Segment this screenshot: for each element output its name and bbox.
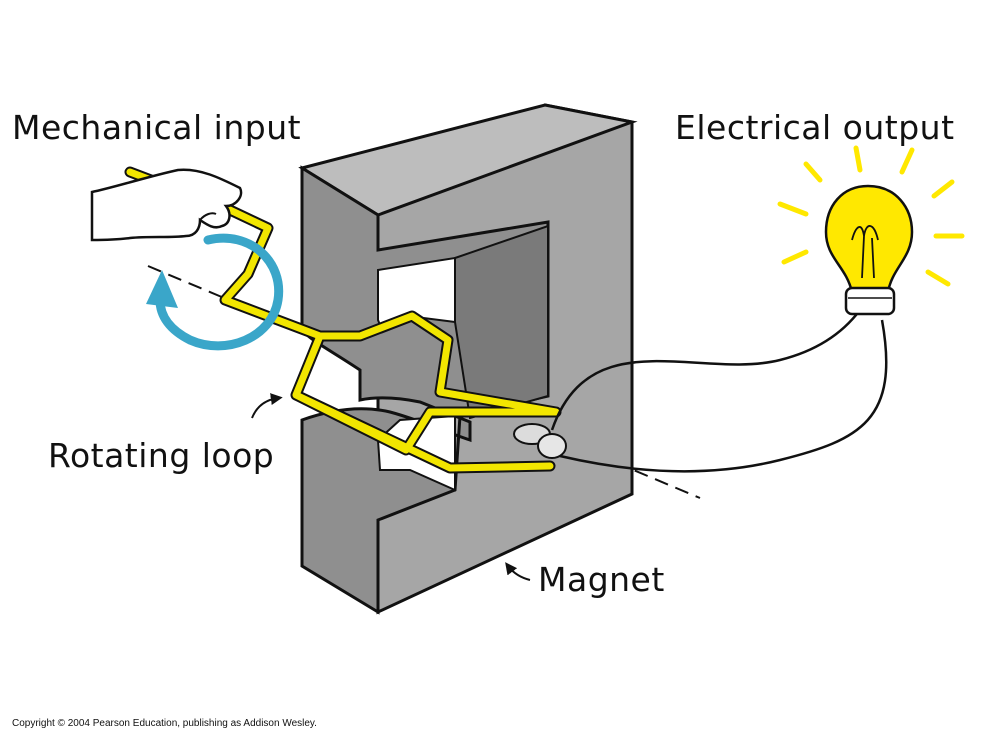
rotating-loop [124,166,567,474]
magnet [298,103,638,615]
bulb-base [844,286,896,316]
mechanical-input-label: Mechanical input [12,108,302,147]
bulb-rays [777,145,965,287]
copyright-text: Copyright © 2004 Pearson Education, publ… [12,718,317,729]
slip-ring-2 [537,433,567,459]
output-wires [550,309,888,473]
magnet-inner-gap [454,224,549,420]
loop-pointer-arrow [251,393,283,419]
light-bulb-icon [777,145,965,316]
magnet-label: Magnet [538,560,665,599]
electrical-output-label: Electrical output [675,108,955,147]
rotating-loop-label: Rotating loop [48,436,275,475]
bulb-glass [824,184,914,294]
rotation-arrow-icon [146,233,284,351]
hand-icon [90,168,243,242]
magnet-pointer-arrow [505,562,531,581]
label-pointers [251,393,531,581]
